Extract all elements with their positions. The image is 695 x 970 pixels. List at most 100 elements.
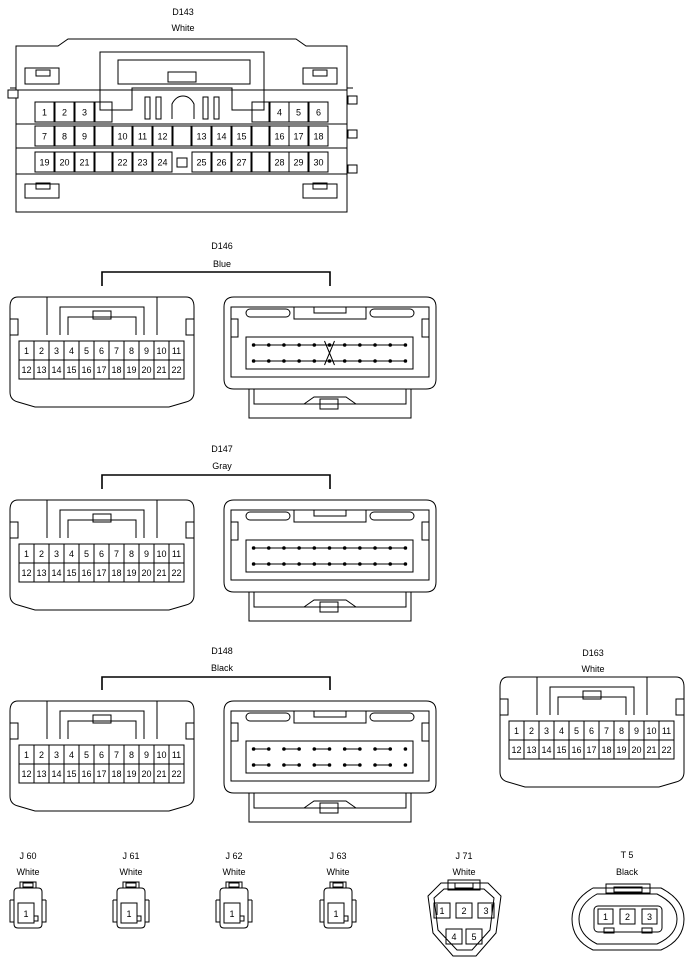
pin-cell: 3	[538, 720, 555, 741]
pin-number: 14	[541, 745, 551, 755]
pin-cell: 10	[153, 543, 170, 564]
pin-number: 22	[661, 745, 671, 755]
pin-cell: 11	[658, 720, 675, 741]
pin-number: 22	[171, 568, 181, 578]
connector-color: White	[119, 867, 142, 877]
connector-code: D143	[172, 7, 194, 17]
pin-cell: 13	[33, 359, 50, 380]
pin-number: 4	[69, 549, 74, 559]
pin-cell: 20	[628, 739, 645, 760]
connector-color: Black	[211, 663, 234, 673]
pin-number: 20	[141, 769, 151, 779]
connector-color: White	[16, 867, 39, 877]
pin-cell: 21	[74, 151, 95, 173]
pin-number: 3	[54, 549, 59, 559]
pin-number: 9	[144, 549, 149, 559]
pin-cell: 8	[123, 744, 140, 765]
pin-cell: 4	[445, 928, 463, 945]
pin-number: 2	[461, 906, 466, 916]
pin-cell: 3	[48, 543, 65, 564]
pin-cell: 7	[108, 340, 125, 361]
pin-cell: 5	[288, 101, 309, 123]
pin-number: 1	[514, 726, 519, 736]
pin-number: 11	[662, 726, 671, 736]
pin-cell: 22	[658, 739, 675, 760]
pin-number: 13	[36, 365, 46, 375]
pin-number: 19	[126, 769, 136, 779]
pin-number: 5	[471, 932, 476, 942]
pin-number: 1	[603, 912, 608, 922]
pin-number: 7	[114, 750, 119, 760]
pin-cell: 8	[54, 125, 75, 147]
pin-cell: 12	[508, 739, 525, 760]
pin-number: 20	[59, 158, 69, 168]
pin-number: 2	[39, 549, 44, 559]
connector-j63: J 63 White 1	[319, 851, 357, 929]
pin-cell: 11	[168, 340, 185, 361]
pin-cell: 1	[508, 720, 525, 741]
pin-number: 16	[81, 769, 91, 779]
pin-cell: 1	[597, 908, 614, 925]
pin-cell: 2	[33, 340, 50, 361]
pin-number: 3	[54, 346, 59, 356]
pin-cell: 23	[132, 151, 153, 173]
pin-cell: 26	[211, 151, 232, 173]
pin-number: 5	[296, 108, 301, 118]
pin-cell: 20	[54, 151, 75, 173]
pin-cell: 2	[523, 720, 540, 741]
pin-number: 16	[81, 568, 91, 578]
pin-number: 16	[81, 365, 91, 375]
pin-cell: 18	[108, 562, 125, 583]
pin-cell: 14	[48, 763, 65, 784]
connector-code: J 63	[329, 851, 346, 861]
pin-number: 25	[196, 158, 206, 168]
pin-cell: 6	[93, 340, 110, 361]
connector-code: D163	[582, 648, 604, 658]
pin-cell: 13	[523, 739, 540, 760]
pin-cell: 19	[613, 739, 630, 760]
pin-cell: 7	[108, 744, 125, 765]
pin-number: 22	[171, 365, 181, 375]
pin-cell: 14	[538, 739, 555, 760]
pin-cell: 15	[553, 739, 570, 760]
pin-number: 15	[66, 365, 76, 375]
pin-number: 18	[111, 365, 121, 375]
terminal-dot	[403, 343, 408, 347]
pin-cell: 15	[231, 125, 252, 147]
pin-number: 17	[96, 769, 106, 779]
connector-body: 1	[9, 881, 47, 929]
pin-number: 6	[589, 726, 594, 736]
pin-cell: 21	[153, 562, 170, 583]
pin-number: 21	[156, 365, 166, 375]
pin-cell: 9	[628, 720, 645, 741]
pin-number: 12	[21, 365, 31, 375]
pin-number: 7	[114, 549, 119, 559]
male-connector-face	[223, 296, 437, 419]
terminal-dot	[403, 562, 408, 566]
pin-cell: 11	[168, 744, 185, 765]
pin-number: 2	[62, 108, 67, 118]
pin-cell: 4	[63, 340, 80, 361]
pin-number: 1	[24, 750, 29, 760]
pin-cell: 9	[138, 744, 155, 765]
pin-number: 12	[21, 769, 31, 779]
pin-cell: 2	[33, 744, 50, 765]
pin-number: 7	[42, 132, 47, 142]
terminal-dot	[388, 763, 393, 767]
connector-code: D147	[211, 444, 233, 454]
terminal-dot	[403, 546, 408, 550]
pin-cell: 9	[74, 125, 95, 147]
pin-cell: 16	[568, 739, 585, 760]
pin-number: 24	[157, 158, 167, 168]
pin-number: 8	[129, 549, 134, 559]
pin-number: 10	[156, 346, 166, 356]
pin-cell: 4	[63, 543, 80, 564]
